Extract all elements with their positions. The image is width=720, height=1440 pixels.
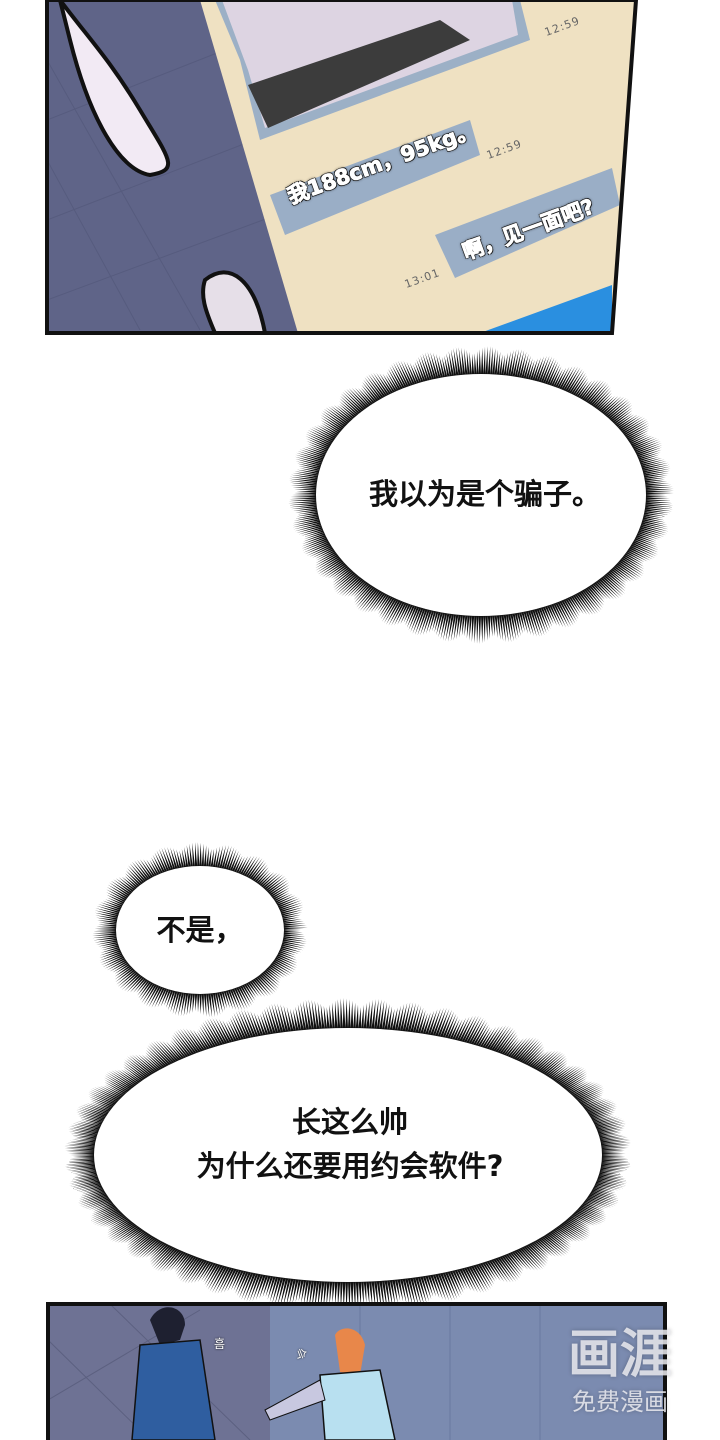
watermark-logo: 画涯 [568, 1325, 673, 1385]
speech-bubble-2 [116, 866, 284, 994]
bottom-panel [48, 1304, 665, 1440]
watermark-tagline: 免费漫画 [572, 1388, 668, 1416]
bubble-3-line-2: 为什么还要用约会软件? [196, 1149, 504, 1183]
bubble-2-line-1: 不是， [156, 913, 244, 947]
chat-bubble-1 [270, 120, 480, 235]
chat-bubble-2 [435, 168, 620, 278]
sfx-left: 흠 [214, 1337, 226, 1351]
speech-bubble-3 [94, 1028, 602, 1282]
bubble-3-text: 长这么帅 为什么还要用约会软件? [110, 1100, 590, 1188]
bubble-1-text: 我以为是个骗子。 [330, 472, 640, 516]
top-panel [47, 0, 636, 333]
bubble-3-line-1: 长这么帅 [291, 1105, 408, 1139]
bubble-2-text: 不是， [130, 908, 270, 952]
bubble-1-line-1: 我以为是个骗子。 [368, 477, 601, 511]
speech-bubble-1 [316, 374, 646, 616]
